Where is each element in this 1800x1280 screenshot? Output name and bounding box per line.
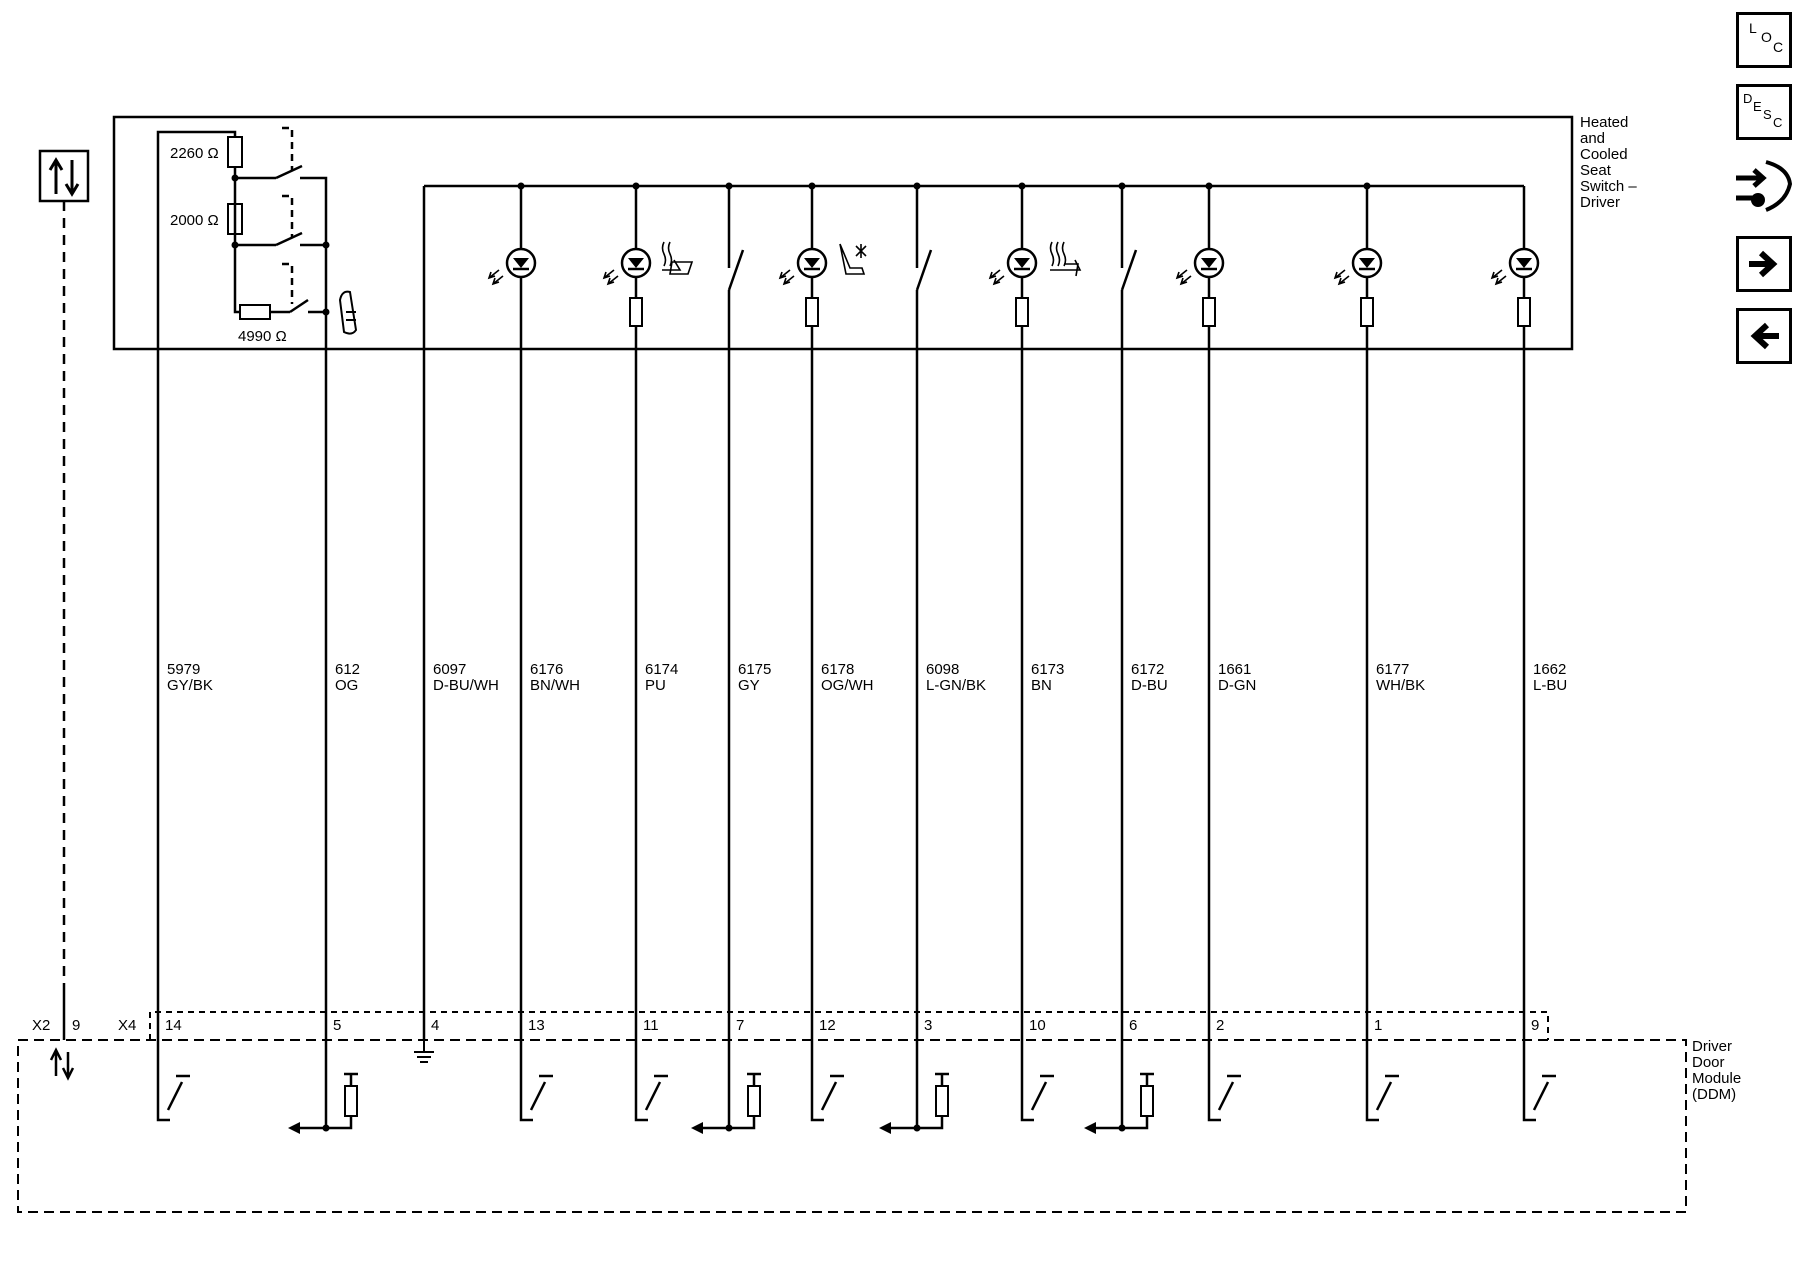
ground-symbol (414, 1040, 434, 1063)
wire-color-code: L-BU (1533, 677, 1567, 694)
wire-circuit-number: 612 (335, 661, 360, 678)
seat-icon (338, 290, 358, 335)
wire-color-code: D-GN (1218, 677, 1256, 694)
x4-pin-number: 14 (165, 1017, 182, 1034)
wire-circuits: 5979GY/BK14612OG56097D-BU/WH46176BN/WH13… (156, 182, 1567, 1134)
x4-connector-outline (149, 1011, 1549, 1040)
connector-tool-button[interactable] (1732, 154, 1794, 216)
wire-circuit-number: 6175 (738, 661, 771, 678)
svg-text:Driver: Driver (1692, 1038, 1732, 1055)
arrow-right-icon (1749, 250, 1778, 278)
wire-circuit-number: 1662 (1533, 661, 1566, 678)
svg-text:and: and (1580, 130, 1605, 147)
x4-pin-number: 7 (736, 1017, 744, 1034)
x2-pin-label: 9 (72, 1017, 80, 1034)
resistor-ladder (156, 126, 328, 349)
wire-color-code: WH/BK (1376, 677, 1425, 694)
desc-icon: D E S C (1743, 91, 1782, 130)
driver-door-module-box (17, 1039, 1687, 1213)
resistor-label-4990: 4990 Ω (238, 328, 287, 345)
wire-color-code: OG (335, 677, 358, 694)
svg-text:C: C (1773, 39, 1783, 55)
wire-circuit-number: 6176 (530, 661, 563, 678)
x4-pin-number: 6 (1129, 1017, 1137, 1034)
wire-color-code: GY/BK (167, 677, 213, 694)
wire-circuit-number: 6098 (926, 661, 959, 678)
svg-text:Heated: Heated (1580, 114, 1628, 131)
heat-seat-icon (661, 241, 694, 275)
wire-color-code: BN/WH (530, 677, 580, 694)
wire-color-code: PU (645, 677, 666, 694)
cool-seat-icon (839, 243, 867, 275)
heat-seat-high-icon (1049, 241, 1082, 277)
x2-connector-label: X2 (32, 1017, 50, 1034)
wire-color-code: GY (738, 677, 760, 694)
svg-text:Door: Door (1692, 1054, 1725, 1071)
x4-pin-number: 12 (819, 1017, 836, 1034)
location-button[interactable]: L O C (1736, 12, 1792, 68)
svg-text:Switch –: Switch – (1580, 178, 1637, 195)
svg-text:D: D (1743, 91, 1752, 106)
seat-switch-box (112, 115, 1574, 351)
x4-pin-number: 1 (1374, 1017, 1382, 1034)
previous-button[interactable] (1736, 308, 1792, 364)
x4-pin-number: 3 (924, 1017, 932, 1034)
x4-pin-number: 11 (643, 1017, 659, 1034)
svg-text:O: O (1761, 29, 1772, 45)
wire-circuit-number: 6173 (1031, 661, 1064, 678)
x4-pin-number: 2 (1216, 1017, 1224, 1034)
wire-color-code: D-BU (1131, 677, 1168, 694)
x4-pin-number: 5 (333, 1017, 341, 1034)
wire-color-code: BN (1031, 677, 1052, 694)
next-button[interactable] (1736, 236, 1792, 292)
description-button[interactable]: D E S C (1736, 84, 1792, 140)
svg-text:E: E (1753, 99, 1762, 114)
arrow-left-icon (1750, 322, 1779, 350)
svg-text:(DDM): (DDM) (1692, 1086, 1736, 1103)
svg-text:C: C (1773, 115, 1782, 130)
wire-circuit-number: 6178 (821, 661, 854, 678)
svg-text:S: S (1763, 107, 1772, 122)
x4-connector-label: X4 (118, 1017, 136, 1034)
seat-switch-name: Heated and Cooled Seat Switch – Driver (1580, 114, 1637, 211)
svg-text:Cooled: Cooled (1580, 146, 1628, 163)
svg-text:Seat: Seat (1580, 162, 1612, 179)
wire-color-code: D-BU/WH (433, 677, 499, 694)
serial-data-line (38, 149, 90, 1081)
wire-color-code: OG/WH (821, 677, 874, 694)
wire-circuit-number: 1661 (1218, 661, 1251, 678)
x4-pin-number: 9 (1531, 1017, 1539, 1034)
x4-pin-number: 10 (1029, 1017, 1046, 1034)
svg-text:L: L (1749, 20, 1757, 36)
wire-circuit-number: 5979 (167, 661, 200, 678)
resistor-label-2000: 2000 Ω (170, 212, 219, 229)
wire-circuit-number: 6097 (433, 661, 466, 678)
driver-door-module-name: Driver Door Module (DDM) (1692, 1038, 1741, 1103)
svg-text:Module: Module (1692, 1070, 1741, 1087)
connector-wrench-icon (1736, 160, 1793, 212)
x4-pin-number: 13 (528, 1017, 545, 1034)
resistor-label-2260: 2260 Ω (170, 145, 219, 162)
wire-color-code: L-GN/BK (926, 677, 986, 694)
wire-circuit-number: 6172 (1131, 661, 1164, 678)
wire-circuit-number: 6177 (1376, 661, 1409, 678)
svg-text:Driver: Driver (1580, 194, 1620, 211)
wire-circuit-number: 6174 (645, 661, 678, 678)
loc-icon: L O C (1749, 20, 1783, 55)
x4-pin-number: 4 (431, 1017, 439, 1034)
